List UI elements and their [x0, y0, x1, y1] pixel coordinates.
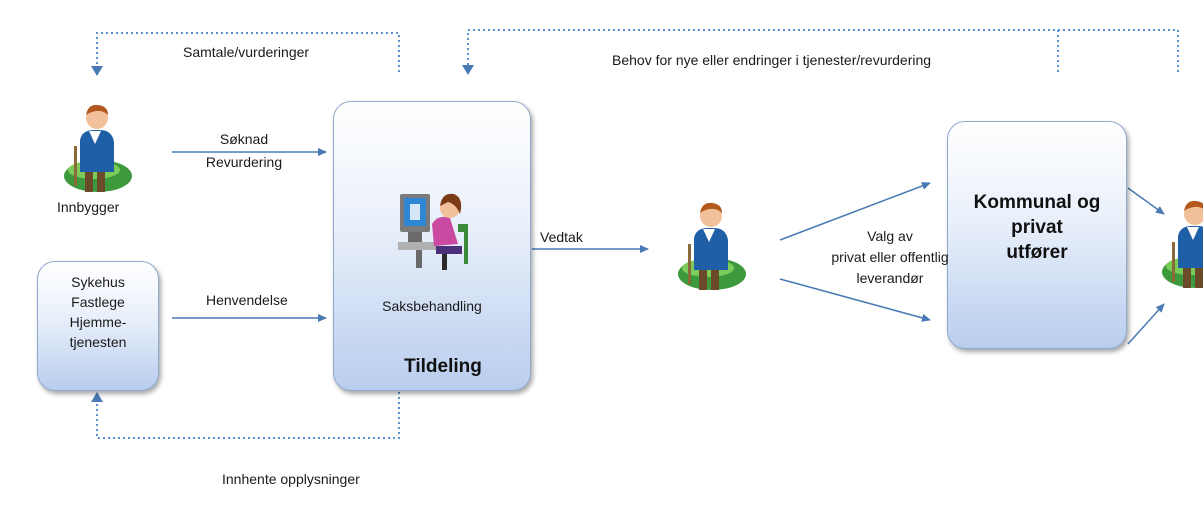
innhente-arrowhead: [91, 392, 103, 402]
valg-label-3: leverandør: [856, 270, 924, 286]
henvendelse-label: Henvendelse: [206, 292, 288, 308]
behov-loop: [467, 29, 1179, 72]
utforer-line: privat: [1011, 217, 1063, 238]
valg-label-2: privat eller offentlig: [831, 249, 949, 265]
vedtak-label: Vedtak: [540, 229, 583, 245]
saksbehandling-label: Saksbehandling: [382, 298, 482, 314]
sykehus-line: Hjemme-: [69, 314, 127, 330]
sykehus-line: tjenesten: [69, 334, 127, 350]
utforer-line: Kommunal og: [973, 192, 1101, 213]
samtale-arrowhead: [91, 66, 103, 76]
valg-arrow-down: [779, 278, 931, 322]
innhente-label: Innhente opplysninger: [222, 471, 360, 487]
sykehus-box-text: Sykehus Fastlege Hjemme- tjenesten: [38, 272, 158, 352]
utforer-box: Kommunal og privat utfører: [947, 121, 1127, 349]
valg-arrow-up: [779, 182, 931, 241]
utforer-arrow-up: [1127, 187, 1165, 215]
valg-label-1: Valg av: [867, 228, 913, 244]
person-icon: [64, 104, 132, 192]
innbygger-label: Innbygger: [57, 199, 120, 215]
samtale-loop: [96, 32, 400, 72]
behov-label: Behov for nye eller endringer i tjeneste…: [612, 52, 932, 68]
tildeling-title: Tildeling: [404, 356, 482, 377]
utforer-line: utfører: [1006, 242, 1068, 263]
behov-arrowhead: [462, 65, 474, 75]
utforer-arrow-down: [1127, 303, 1165, 345]
samtale-label: Samtale/vurderinger: [183, 44, 310, 60]
revurdering-label: Revurdering: [205, 154, 283, 170]
person-icon: [1162, 200, 1203, 288]
soknad-label: Søknad: [219, 131, 269, 147]
sykehus-line: Sykehus: [71, 274, 125, 290]
innhente-loop: [96, 392, 400, 439]
tildeling-box: Saksbehandling Tildeling: [333, 101, 531, 391]
computer-worker-icon: [398, 193, 468, 270]
utforer-title: Kommunal og privat utfører: [948, 190, 1126, 265]
sykehus-box: Sykehus Fastlege Hjemme- tjenesten: [37, 261, 159, 391]
sykehus-line: Fastlege: [71, 294, 125, 310]
person-icon: [678, 202, 746, 290]
